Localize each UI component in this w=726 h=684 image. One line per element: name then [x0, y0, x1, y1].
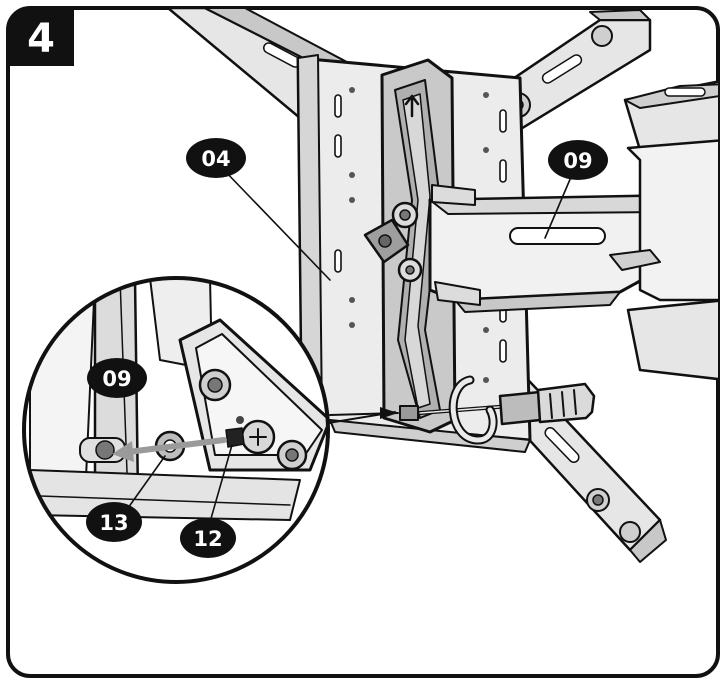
callout-09-zoom-label: 09 — [102, 367, 131, 391]
callout-04: 04 — [186, 138, 246, 178]
callout-12-leader — [209, 444, 233, 523]
callout-09-label: 09 — [563, 149, 592, 173]
screwdriver — [329, 375, 596, 445]
callout-09: 09 — [548, 140, 608, 180]
wall-arm-assembly — [609, 78, 718, 382]
tilt-bracket — [363, 58, 457, 434]
callout-12-label: 12 — [193, 527, 222, 551]
zoom-detail-view — [22, 276, 330, 584]
callout-13: 13 — [86, 502, 142, 542]
callout-04-label: 04 — [201, 147, 230, 171]
callout-04-leader — [221, 167, 331, 281]
callout-09-zoom: 09 — [87, 358, 147, 398]
callout-09-leader — [544, 169, 575, 239]
callout-13-label: 13 — [99, 511, 128, 535]
step-number: 4 — [27, 16, 55, 62]
extension-arm — [428, 184, 662, 313]
callout-12: 12 — [180, 518, 236, 558]
callout-13-leader — [127, 455, 166, 509]
step-number-badge: 4 — [8, 8, 74, 66]
